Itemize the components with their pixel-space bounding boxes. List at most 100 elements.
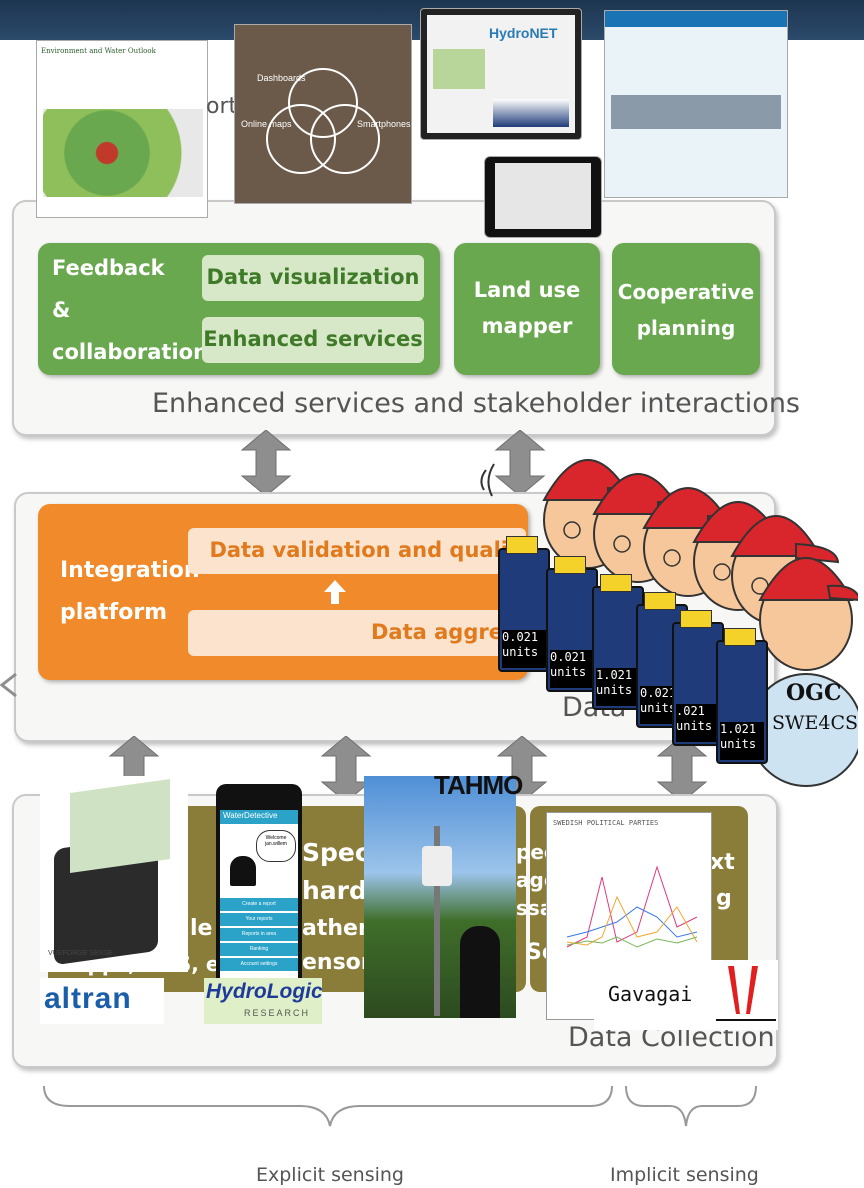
gavagai-logo: Gavagai: [594, 960, 778, 1030]
wd-header-bar: [220, 810, 298, 824]
sensor-value-5: .021: [676, 704, 705, 718]
left-edge-arrow: [0, 670, 18, 705]
altran-logo: altran: [40, 978, 164, 1024]
hydronet-monitor-screenshot: HydroNET: [420, 8, 582, 140]
wd-menu-item-1[interactable]: Create a report: [220, 898, 298, 911]
sensing-braces: [43, 1085, 757, 1127]
sensor-unit-3: units: [596, 683, 633, 697]
land-use-line1: Land use: [473, 278, 581, 302]
cooperative-line2: planning: [636, 316, 736, 340]
sensor-cap-5: [680, 610, 712, 628]
dashboards-venn-screenshot: Dashboards Online maps Smartphones: [234, 24, 412, 204]
tahmo-weather-station-photo: [364, 776, 516, 1018]
integration-label-2: platform: [60, 600, 168, 625]
sensor-cap-4: [644, 592, 676, 610]
tahmo-logo: TAHMO: [434, 770, 523, 800]
enhanced-services-title: Enhanced services and stakeholder intera…: [152, 388, 800, 419]
arrow-layer1-layer2-left: [236, 430, 296, 496]
sensor-value-4: 0.021: [640, 686, 677, 700]
hydronet-phone-screen: [495, 163, 591, 229]
hydrologic-logo-sub: RESEARCH: [244, 1008, 311, 1018]
sensor-cap-3: [600, 574, 632, 592]
hydronet-map: [433, 49, 485, 89]
sensor-value-2: 0.021: [550, 650, 587, 664]
land-use-line2: mapper: [481, 314, 573, 338]
waterdetective-title: WaterDetective: [223, 811, 278, 820]
waterdetective-screen: WaterDetective Welcome jan.willem Create…: [220, 810, 298, 980]
wd-menu-item-5[interactable]: Account settings: [220, 958, 298, 971]
sensor-cap-1: [506, 536, 538, 554]
vueforge-sense-phone: VUEFORGE SENSE: [40, 776, 188, 972]
land-use-mapper-box: Land use mapper: [454, 243, 600, 375]
gavagai-rabbit-icon: [716, 966, 776, 1021]
altran-logo-text: altran: [44, 982, 132, 1015]
enhanced-services-box: Enhanced services: [202, 317, 424, 363]
env-map: [43, 109, 203, 197]
political-chart-lines: [566, 865, 698, 948]
tahmo-person: [460, 926, 500, 1018]
wd-welcome-bubble: Welcome jan.willem: [256, 830, 296, 862]
partial-g: g: [716, 886, 732, 911]
env-title: Environment and Water Outlook: [41, 47, 156, 55]
sensor-value-6: 1.021: [720, 722, 757, 736]
sensor-unit-5: units: [676, 719, 713, 733]
wd-menu-item-3[interactable]: Reports in area: [220, 928, 298, 941]
arrow-layer2-layer3-2: [316, 736, 376, 802]
sensor-unit-4: units: [640, 701, 677, 715]
wifi-signal-icon: [480, 463, 495, 497]
wd-menu-item-4[interactable]: Ranking: [220, 943, 298, 956]
partial-ort-text: ort: [206, 94, 238, 119]
sensor-cap-2: [554, 556, 586, 574]
hydronet-screen: HydroNET: [427, 15, 575, 133]
wd-menu-item-2[interactable]: Your reports: [220, 913, 298, 926]
gavagai-logo-text: Gavagai: [608, 982, 693, 1006]
swe4cs-text: SWE4CS: [772, 712, 859, 734]
data-validation-box: Data validation and qualit: [188, 528, 526, 574]
data-visualization-box: Data visualization: [202, 255, 424, 301]
hydrologic-logo: HydroLogic RESEARCH: [204, 978, 323, 1024]
data-aggregation-box: Data aggreg: [188, 610, 526, 656]
vueforge-map-layer: [70, 778, 170, 874]
integration-label-1: Integration: [60, 558, 200, 583]
hydrologic-logo-text: HydroLogic: [206, 980, 323, 1003]
sensor-cap-6: [724, 628, 756, 646]
freshwater-watch-screenshot: [604, 10, 788, 198]
explicit-sensing-label: Explicit sensing: [256, 1164, 404, 1186]
ogc-logo-text: OGC: [786, 680, 842, 706]
arrow-layer1-layer2-right: [490, 430, 550, 496]
sensor-value-1: 0.021: [502, 630, 539, 644]
cooperative-line1: Cooperative: [617, 280, 755, 304]
hydronet-chart: [493, 99, 569, 127]
partial-ext: xt: [710, 850, 735, 875]
sensor-unit-2: units: [550, 665, 587, 679]
integration-platform-box: Integration platform Data validation and…: [38, 504, 528, 680]
venn-online-maps-label: Online maps: [241, 119, 292, 129]
tahmo-mast: [434, 826, 440, 1016]
tahmo-sensor-head: [422, 846, 452, 886]
arrow-layer2-layer3-4: [652, 736, 712, 802]
feedback-label-2: &: [52, 298, 71, 322]
feedback-label-1: Feedback: [52, 256, 165, 280]
sensor-unit-6: units: [720, 737, 757, 751]
feedback-collaboration-box: Feedback & collaboration Data visualizat…: [38, 243, 440, 375]
venn-smartphones-label: Smartphones: [357, 119, 411, 129]
sensor-unit-1: units: [502, 645, 539, 659]
up-arrow-small: [324, 580, 346, 604]
venn-diagram: [266, 68, 380, 174]
fw-photos: [611, 95, 781, 129]
waterdetective-phone: WaterDetective Welcome jan.willem Create…: [216, 784, 302, 990]
cooperative-planning-box: Cooperative planning: [612, 243, 760, 375]
sensor-value-3: 1.021: [596, 668, 633, 682]
feedback-label-3: collaboration: [52, 340, 209, 364]
implicit-sensing-label: Implicit sensing: [610, 1164, 759, 1186]
political-chart-title: SWEDISH POLITICAL PARTIES: [553, 819, 659, 827]
partial-le: le: [190, 916, 213, 941]
